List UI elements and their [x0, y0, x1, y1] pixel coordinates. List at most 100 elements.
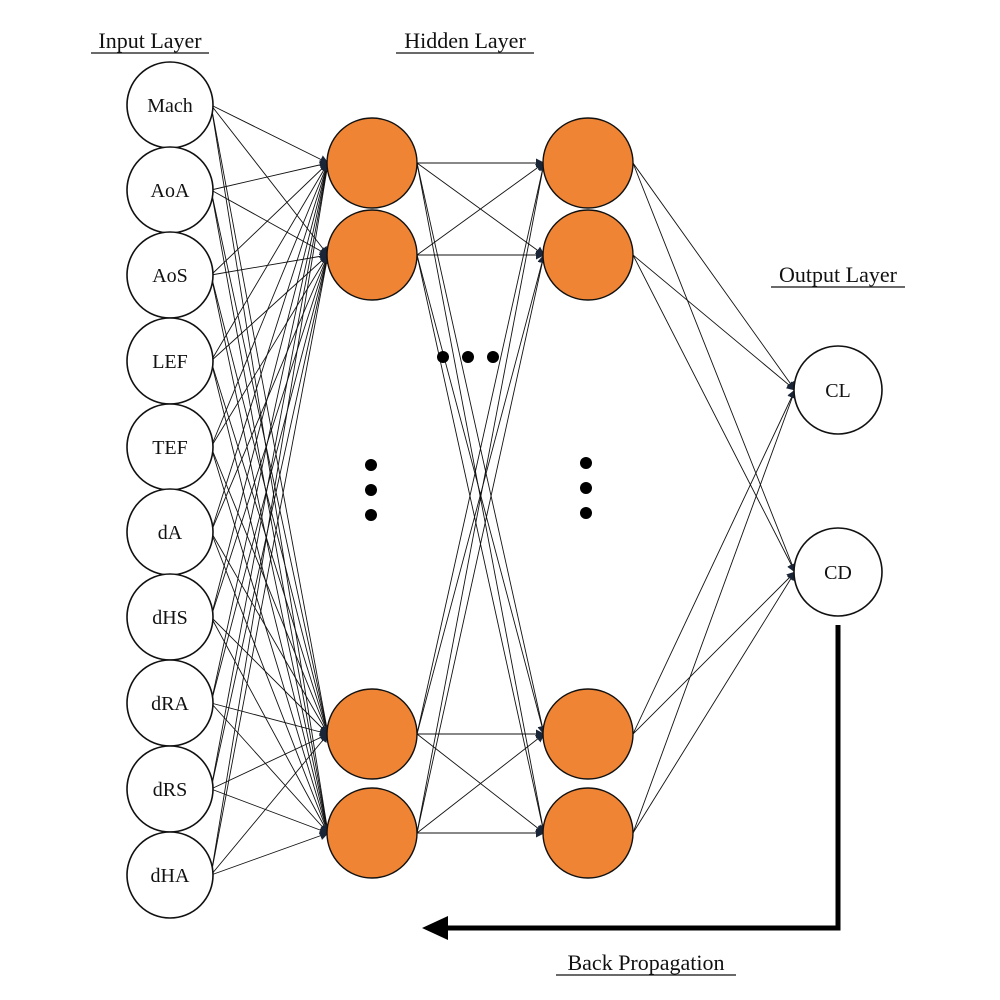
connection-input-3-hidden1-0 [210, 162, 329, 362]
connection-input-2-hidden1-1 [210, 251, 329, 276]
connection-input-6-hidden1-1 [210, 254, 330, 618]
input-node: LEF [126, 317, 214, 405]
input-node-label: dRS [153, 779, 187, 801]
back-propagation-title: Back Propagation [567, 950, 724, 975]
input-node: dA [126, 488, 214, 576]
connection-input-3-hidden1-3 [210, 360, 331, 834]
input-node: dHS [126, 573, 214, 661]
output-node-label: CD [824, 562, 852, 584]
output-layer-heading: Output Layer [771, 262, 905, 288]
input-node: AoS [126, 231, 214, 319]
connection-input-4-hidden1-2 [210, 446, 330, 735]
hidden-node-layer1-3 [326, 688, 418, 780]
connection-hidden2-2-output-0 [632, 389, 796, 735]
input-node-label: AoA [151, 180, 190, 202]
hidden-node-layer1-4 [326, 787, 418, 879]
output-node: CL [793, 345, 883, 435]
input-node: Mach [126, 61, 214, 149]
connection-hidden2-0-output-0 [632, 162, 796, 391]
ellipsis-dot-h1 [437, 351, 449, 363]
connection-input-1-hidden1-1 [210, 189, 329, 256]
ellipsis-dot-v1-3 [365, 509, 377, 521]
connection-input-2-hidden1-0 [210, 162, 329, 276]
connection-hidden2-2-output-1 [632, 571, 796, 735]
ellipsis-dot-v1-2 [365, 484, 377, 496]
connection-hidden1-3-hidden2-1 [416, 254, 547, 834]
connections [210, 104, 797, 876]
connection-input-9-hidden1-1 [210, 254, 331, 876]
output-node-circle [793, 527, 883, 617]
hidden-node-layer2-4 [542, 787, 634, 879]
connection-input-2-hidden1-2 [210, 274, 331, 735]
back-propagation-line [445, 625, 841, 931]
hidden-node-layer2-1 [542, 117, 634, 209]
output-node-label: CL [825, 380, 851, 402]
hidden-node-layer2-3 [542, 688, 634, 780]
connection-input-5-hidden1-0 [210, 162, 330, 533]
input-layer-heading: Input Layer [91, 28, 209, 54]
connection-input-5-hidden1-3 [210, 531, 330, 834]
connection-input-8-hidden1-3 [210, 788, 329, 835]
connection-input-8-hidden1-1 [210, 254, 331, 790]
input-layer-title: Input Layer [98, 28, 202, 53]
connection-input-2-hidden1-3 [210, 274, 331, 834]
connection-input-0-hidden1-2 [210, 104, 331, 735]
connection-input-1-hidden1-2 [210, 189, 331, 735]
input-node-label: TEF [152, 437, 188, 459]
back-propagation-arrow [422, 625, 841, 940]
connection-input-9-hidden1-3 [210, 831, 329, 876]
ellipsis-dots [365, 351, 592, 521]
connection-input-4-hidden1-1 [210, 254, 329, 448]
ellipsis-dot-v2-2 [580, 482, 592, 494]
connection-input-7-hidden1-2 [210, 702, 329, 737]
input-node-label: dA [158, 522, 183, 544]
connection-input-8-hidden1-2 [210, 733, 329, 790]
connection-input-4-hidden1-0 [210, 162, 330, 448]
connection-input-6-hidden1-0 [210, 162, 331, 618]
connection-hidden2-1-output-1 [632, 254, 796, 573]
hidden-layer-title: Hidden Layer [404, 28, 526, 53]
connection-input-9-hidden1-2 [210, 733, 329, 876]
connection-input-7-hidden1-1 [210, 254, 331, 704]
connection-input-3-hidden1-2 [210, 360, 330, 735]
ellipsis-dot-h3 [487, 351, 499, 363]
connection-input-7-hidden1-0 [210, 162, 331, 704]
connection-input-0-hidden1-0 [210, 104, 329, 164]
connection-input-7-hidden1-3 [210, 702, 329, 834]
connection-hidden2-3-output-1 [632, 571, 796, 834]
connection-input-9-hidden1-0 [210, 162, 332, 876]
ellipsis-dot-h2 [462, 351, 474, 363]
connection-hidden1-2-hidden2-1 [416, 254, 547, 735]
input-node: AoA [126, 146, 214, 234]
connection-input-5-hidden1-2 [210, 531, 329, 735]
hidden-node-layer1-1 [326, 117, 418, 209]
input-node-label: LEF [152, 351, 188, 373]
connection-input-1-hidden1-0 [210, 160, 329, 191]
ellipsis-dot-v2-3 [580, 507, 592, 519]
connection-hidden1-3-hidden2-2 [416, 733, 545, 834]
input-node-label: Mach [147, 95, 193, 117]
ellipsis-dot-v2-1 [580, 457, 592, 469]
connection-hidden1-2-hidden2-0 [416, 162, 547, 735]
connection-input-4-hidden1-3 [210, 446, 330, 834]
hidden-node-layer1-2 [326, 209, 418, 301]
connection-hidden2-1-output-0 [632, 254, 796, 391]
input-node-label: dHA [151, 865, 190, 887]
connection-hidden1-3-hidden2-0 [416, 162, 547, 834]
hidden-node-layer2-2 [542, 209, 634, 301]
output-node-circle [793, 345, 883, 435]
connection-input-0-hidden1-3 [210, 104, 332, 834]
input-node: TEF [126, 403, 214, 491]
input-node-label: dHS [152, 607, 188, 629]
input-node-label: AoS [152, 265, 188, 287]
connection-input-6-hidden1-2 [210, 616, 329, 735]
input-node: dRS [126, 745, 214, 833]
connection-hidden2-3-output-0 [632, 389, 797, 834]
connection-input-8-hidden1-0 [210, 162, 331, 790]
ellipsis-dot-v1-1 [365, 459, 377, 471]
hidden-layer-heading: Hidden Layer [396, 28, 534, 54]
input-node-label: dRA [151, 693, 189, 715]
input-node-circle [126, 831, 214, 919]
output-node: CD [793, 527, 883, 617]
